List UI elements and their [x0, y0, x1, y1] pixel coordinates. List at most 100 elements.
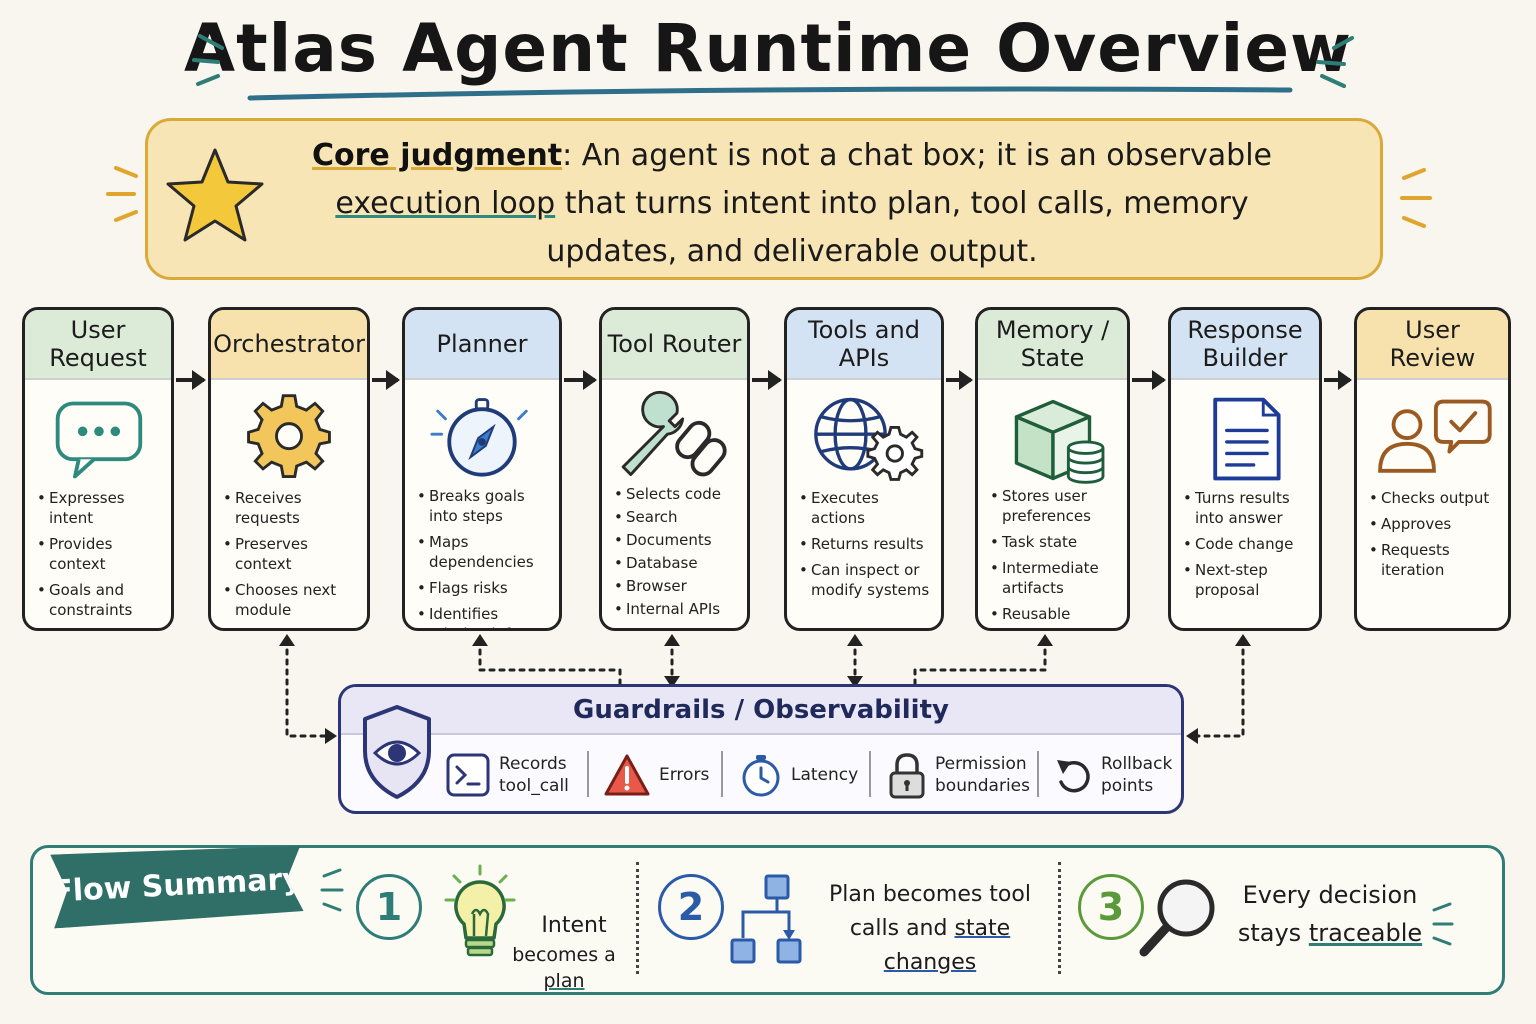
stage-title: Tools and APIs	[787, 310, 941, 380]
flow-arrow	[564, 370, 597, 390]
stopwatch-icon	[742, 755, 780, 797]
list-item: Search	[614, 507, 741, 527]
compass-icon	[430, 398, 528, 477]
banner-decoration	[1400, 168, 1432, 228]
step-1-line-2a: becomes a	[512, 944, 616, 966]
list-item: Provides context	[37, 534, 165, 574]
divider	[721, 751, 723, 797]
flow-arrow	[1324, 370, 1352, 390]
list-item: Goals and constraints	[37, 580, 165, 620]
list-item: Requests iteration	[1369, 540, 1502, 580]
warning-icon	[604, 754, 650, 796]
magnifier-icon	[1139, 879, 1215, 957]
stage-tools-and-apis: Tools and APIs Executes actions Returns …	[784, 307, 944, 631]
guardrails-panel: Guardrails / Observability Records tool_…	[338, 684, 1184, 814]
title-decoration	[192, 34, 1354, 101]
guardrail-errors: Errors	[603, 745, 709, 805]
list-item: Maps dependencies	[417, 532, 553, 572]
list-item: Reusable context	[990, 604, 1121, 628]
list-item: Task state	[990, 532, 1121, 552]
guardrail-label: Errors	[659, 765, 710, 785]
guardrail-latency: Latency	[739, 745, 858, 805]
stage-response-builder: Response Builder Turns results into answ…	[1168, 307, 1322, 631]
rollback-icon	[1057, 760, 1090, 793]
step-3-highlight: traceable	[1308, 919, 1423, 947]
divider	[1058, 862, 1061, 974]
guardrail-rollback-points: Rollback points	[1053, 745, 1177, 805]
list-item: Approves	[1369, 514, 1502, 534]
stage-orchestrator: Orchestrator Receives requests Preserves…	[208, 307, 370, 631]
lightbulb-icon	[444, 864, 516, 957]
divider	[869, 751, 871, 797]
chat-bubble-icon	[55, 401, 143, 479]
star-icon	[106, 148, 264, 242]
list-item: Receives requests	[223, 488, 361, 528]
stage-items: Breaks goals into steps Maps dependencie…	[417, 486, 553, 628]
list-item: Preserves context	[223, 534, 361, 574]
list-item: Turns results into answer	[1183, 488, 1313, 528]
flow-arrow	[176, 370, 206, 390]
gear-icon	[247, 394, 331, 479]
step-2-highlight: state changes	[883, 916, 1011, 975]
guardrails-title: Guardrails / Observability	[341, 687, 1181, 735]
list-item: Identifies missing info	[417, 604, 553, 628]
guardrail-label: Permission boundaries	[935, 754, 1030, 796]
step-2-line-2: calls and state changes	[820, 912, 1040, 980]
guardrail-label: Latency	[791, 765, 859, 785]
list-item: Intermediate artifacts	[990, 558, 1121, 598]
list-item: Executes actions	[799, 488, 935, 528]
flow-arrow	[372, 370, 400, 390]
core-judgment-text: Core judgment: An agent is not a chat bo…	[262, 132, 1322, 276]
list-item: Browser	[614, 576, 741, 596]
list-item: Internal APIs	[614, 599, 741, 619]
stage-items: Executes actions Returns results Can ins…	[799, 488, 935, 606]
list-item: Returns results	[799, 534, 935, 554]
banner-line-3: updates, and deliverable output.	[546, 234, 1038, 269]
step-3-text: Every decision stays traceable	[1230, 876, 1430, 952]
stage-title: User Request	[25, 310, 171, 380]
summary-decoration	[1432, 902, 1454, 946]
flow-arrow	[752, 370, 782, 390]
stage-items: Selects code Search Documents Database B…	[614, 484, 741, 622]
stage-title: Response Builder	[1171, 310, 1319, 380]
list-item: Stores user preferences	[990, 486, 1121, 526]
divider	[1037, 751, 1039, 797]
step-2-text: Plan becomes tool calls and state change…	[820, 878, 1040, 980]
flow-arrow	[1132, 370, 1166, 390]
stage-items: Receives requests Preserves context Choo…	[223, 488, 361, 626]
step-1-line-1: Intent	[541, 913, 607, 938]
guardrail-connectors	[279, 634, 1251, 744]
stage-planner: Planner Breaks goals into steps Maps dep…	[402, 307, 562, 631]
ribbon-decoration	[320, 868, 344, 912]
list-item: Checks output	[1369, 488, 1502, 508]
execution-loop-highlight: execution loop	[335, 186, 556, 221]
core-judgment-lead: Core judgment	[311, 138, 563, 173]
user-check-icon	[1378, 399, 1492, 473]
step-number-3: 3	[1078, 874, 1144, 940]
step-1-highlight: plan	[543, 970, 585, 992]
stage-memory-state: Memory / State Stores user preferences T…	[975, 307, 1130, 631]
step-1-line-2: becomes a plan	[494, 942, 634, 994]
document-icon	[1213, 397, 1281, 481]
core-judgment-banner	[145, 118, 1383, 280]
step-1-text: Intent becomes a plan	[494, 910, 634, 994]
stage-title: Planner	[405, 310, 559, 380]
guardrail-label: Records tool_call	[499, 754, 569, 796]
stage-items: Turns results into answer Code change Ne…	[1183, 488, 1313, 606]
stage-tool-router: Tool Router Selects code Search Document…	[599, 307, 750, 631]
stage-user-request: User Request Expresses intent Provides c…	[22, 307, 174, 631]
stage-user-review: User Review Checks output Approves Reque…	[1354, 307, 1511, 631]
terminal-icon	[446, 753, 490, 797]
list-item: Code change	[1183, 534, 1313, 554]
step-2-line-2a: calls and	[849, 916, 955, 941]
step-2-line-1: Plan becomes tool	[829, 882, 1031, 907]
stage-title: Orchestrator	[211, 310, 367, 380]
stage-title: User Review	[1357, 310, 1508, 380]
lock-icon	[889, 753, 925, 799]
page-title: Atlas Agent Runtime Overview	[184, 10, 1352, 87]
stage-title: Memory / State	[978, 310, 1127, 380]
list-item: Flags risks	[417, 578, 553, 598]
guardrail-permission-boundaries: Permission boundaries	[887, 745, 1031, 805]
list-item: Selects code	[614, 484, 741, 504]
stage-items: Stores user preferences Task state Inter…	[990, 486, 1121, 628]
